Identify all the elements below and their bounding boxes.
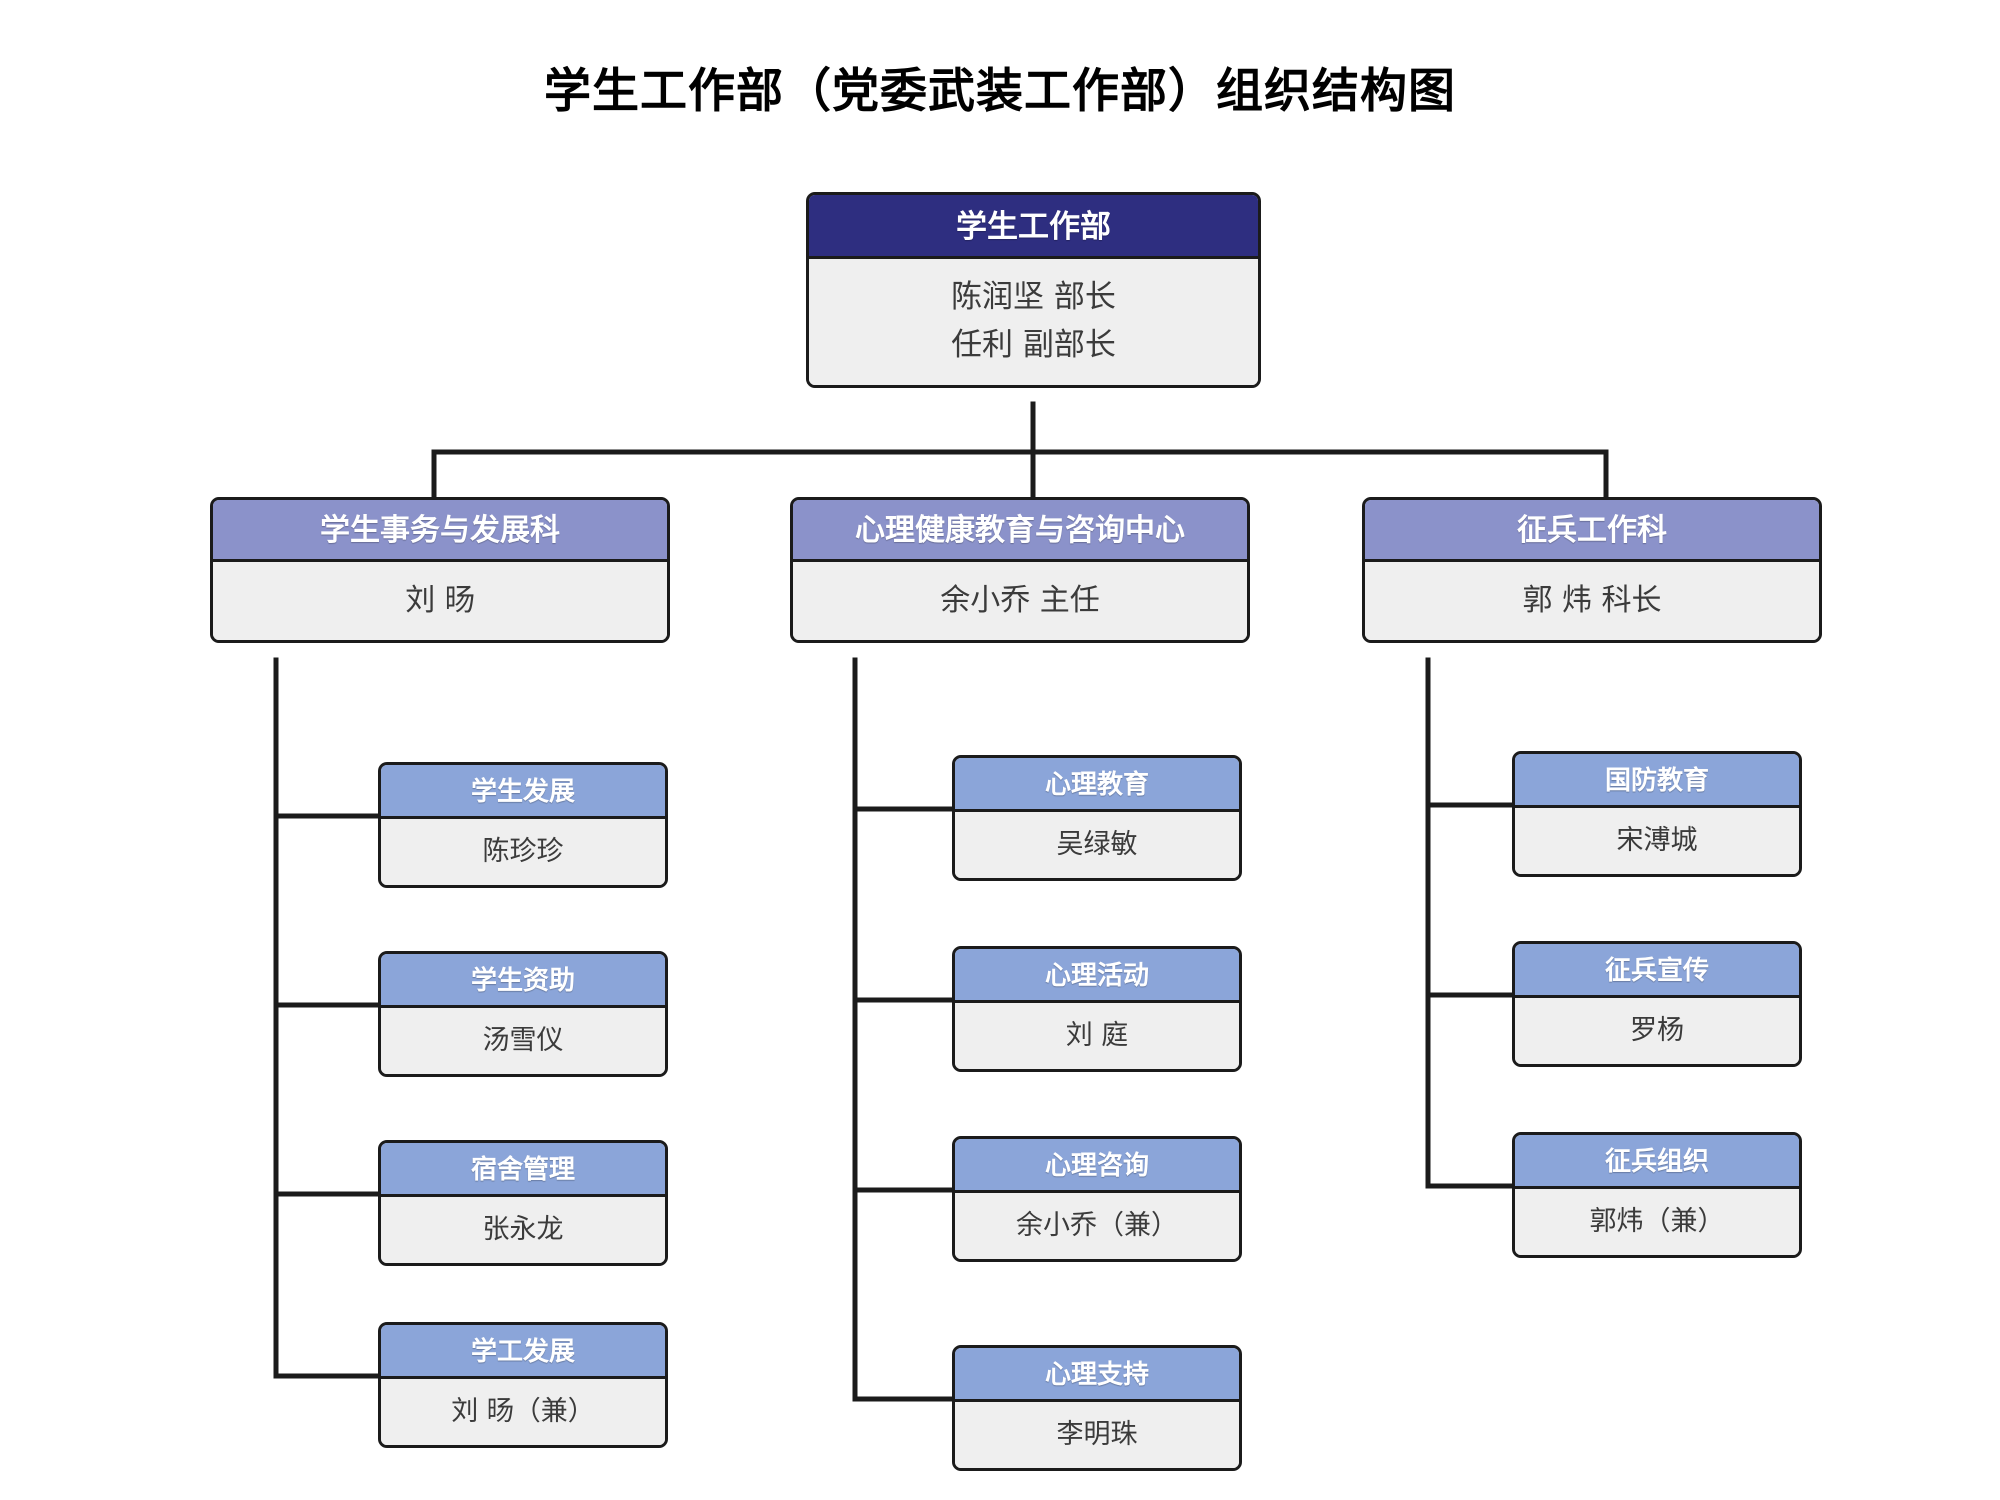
node-branch-1-child-3-person: 李明珠: [955, 1402, 1239, 1468]
node-branch-2-child-0-person: 宋溥城: [1515, 808, 1799, 874]
node-branch-1-person: 余小乔 主任: [793, 562, 1247, 640]
node-root-header: 学生工作部: [809, 195, 1258, 259]
node-branch-2-header: 征兵工作科: [1365, 500, 1819, 562]
node-branch-0-child-2-header: 宿舍管理: [381, 1143, 665, 1197]
node-branch-0-child-2-person: 张永龙: [381, 1197, 665, 1263]
node-branch-1-child-2-person: 余小乔（兼）: [955, 1193, 1239, 1259]
node-branch-2-child-0-header: 国防教育: [1515, 754, 1799, 808]
node-branch-1-child-1[interactable]: 心理活动 刘 庭: [952, 946, 1242, 1072]
node-root-person-0: 陈润坚 部长: [951, 279, 1116, 315]
node-branch-0-child-1-header: 学生资助: [381, 954, 665, 1008]
node-branch-2[interactable]: 征兵工作科 郭 炜 科长: [1362, 497, 1822, 643]
node-branch-2-child-2-header: 征兵组织: [1515, 1135, 1799, 1189]
node-branch-2-child-1-person: 罗杨: [1515, 998, 1799, 1064]
node-branch-0-person: 刘 旸: [213, 562, 667, 640]
node-branch-2-person: 郭 炜 科长: [1365, 562, 1819, 640]
node-branch-1-child-2-header: 心理咨询: [955, 1139, 1239, 1193]
node-branch-2-child-1-header: 征兵宣传: [1515, 944, 1799, 998]
node-branch-0-child-0-person: 陈珍珍: [381, 819, 665, 885]
node-branch-2-child-0[interactable]: 国防教育 宋溥城: [1512, 751, 1802, 877]
node-root-body: 陈润坚 部长 任利 副部长: [809, 259, 1258, 385]
node-branch-1-child-2[interactable]: 心理咨询 余小乔（兼）: [952, 1136, 1242, 1262]
node-branch-0-child-0[interactable]: 学生发展 陈珍珍: [378, 762, 668, 888]
node-branch-0-child-1[interactable]: 学生资助 汤雪仪: [378, 951, 668, 1077]
node-branch-2-child-2-person: 郭炜（兼）: [1515, 1189, 1799, 1255]
page-title: 学生工作部（党委武装工作部）组织结构图: [544, 64, 1456, 119]
node-root[interactable]: 学生工作部 陈润坚 部长 任利 副部长: [806, 192, 1261, 388]
node-branch-1-header: 心理健康教育与咨询中心: [793, 500, 1247, 562]
node-branch-1-child-3[interactable]: 心理支持 李明珠: [952, 1345, 1242, 1471]
node-branch-2-child-2[interactable]: 征兵组织 郭炜（兼）: [1512, 1132, 1802, 1258]
node-branch-0-child-2[interactable]: 宿舍管理 张永龙: [378, 1140, 668, 1266]
node-branch-0-child-3-person: 刘 旸（兼）: [381, 1379, 665, 1445]
node-branch-1[interactable]: 心理健康教育与咨询中心 余小乔 主任: [790, 497, 1250, 643]
node-branch-0-child-3-header: 学工发展: [381, 1325, 665, 1379]
node-branch-0-child-3[interactable]: 学工发展 刘 旸（兼）: [378, 1322, 668, 1448]
node-branch-2-child-1[interactable]: 征兵宣传 罗杨: [1512, 941, 1802, 1067]
node-branch-0-child-1-person: 汤雪仪: [381, 1008, 665, 1074]
node-branch-1-child-0-person: 吴绿敏: [955, 812, 1239, 878]
node-branch-1-child-3-header: 心理支持: [955, 1348, 1239, 1402]
node-branch-1-child-1-header: 心理活动: [955, 949, 1239, 1003]
node-branch-0[interactable]: 学生事务与发展科 刘 旸: [210, 497, 670, 643]
node-root-person-1: 任利 副部长: [951, 327, 1116, 363]
node-branch-1-child-0[interactable]: 心理教育 吴绿敏: [952, 755, 1242, 881]
node-branch-0-header: 学生事务与发展科: [213, 500, 667, 562]
node-branch-0-child-0-header: 学生发展: [381, 765, 665, 819]
node-branch-1-child-0-header: 心理教育: [955, 758, 1239, 812]
node-branch-1-child-1-person: 刘 庭: [955, 1003, 1239, 1069]
